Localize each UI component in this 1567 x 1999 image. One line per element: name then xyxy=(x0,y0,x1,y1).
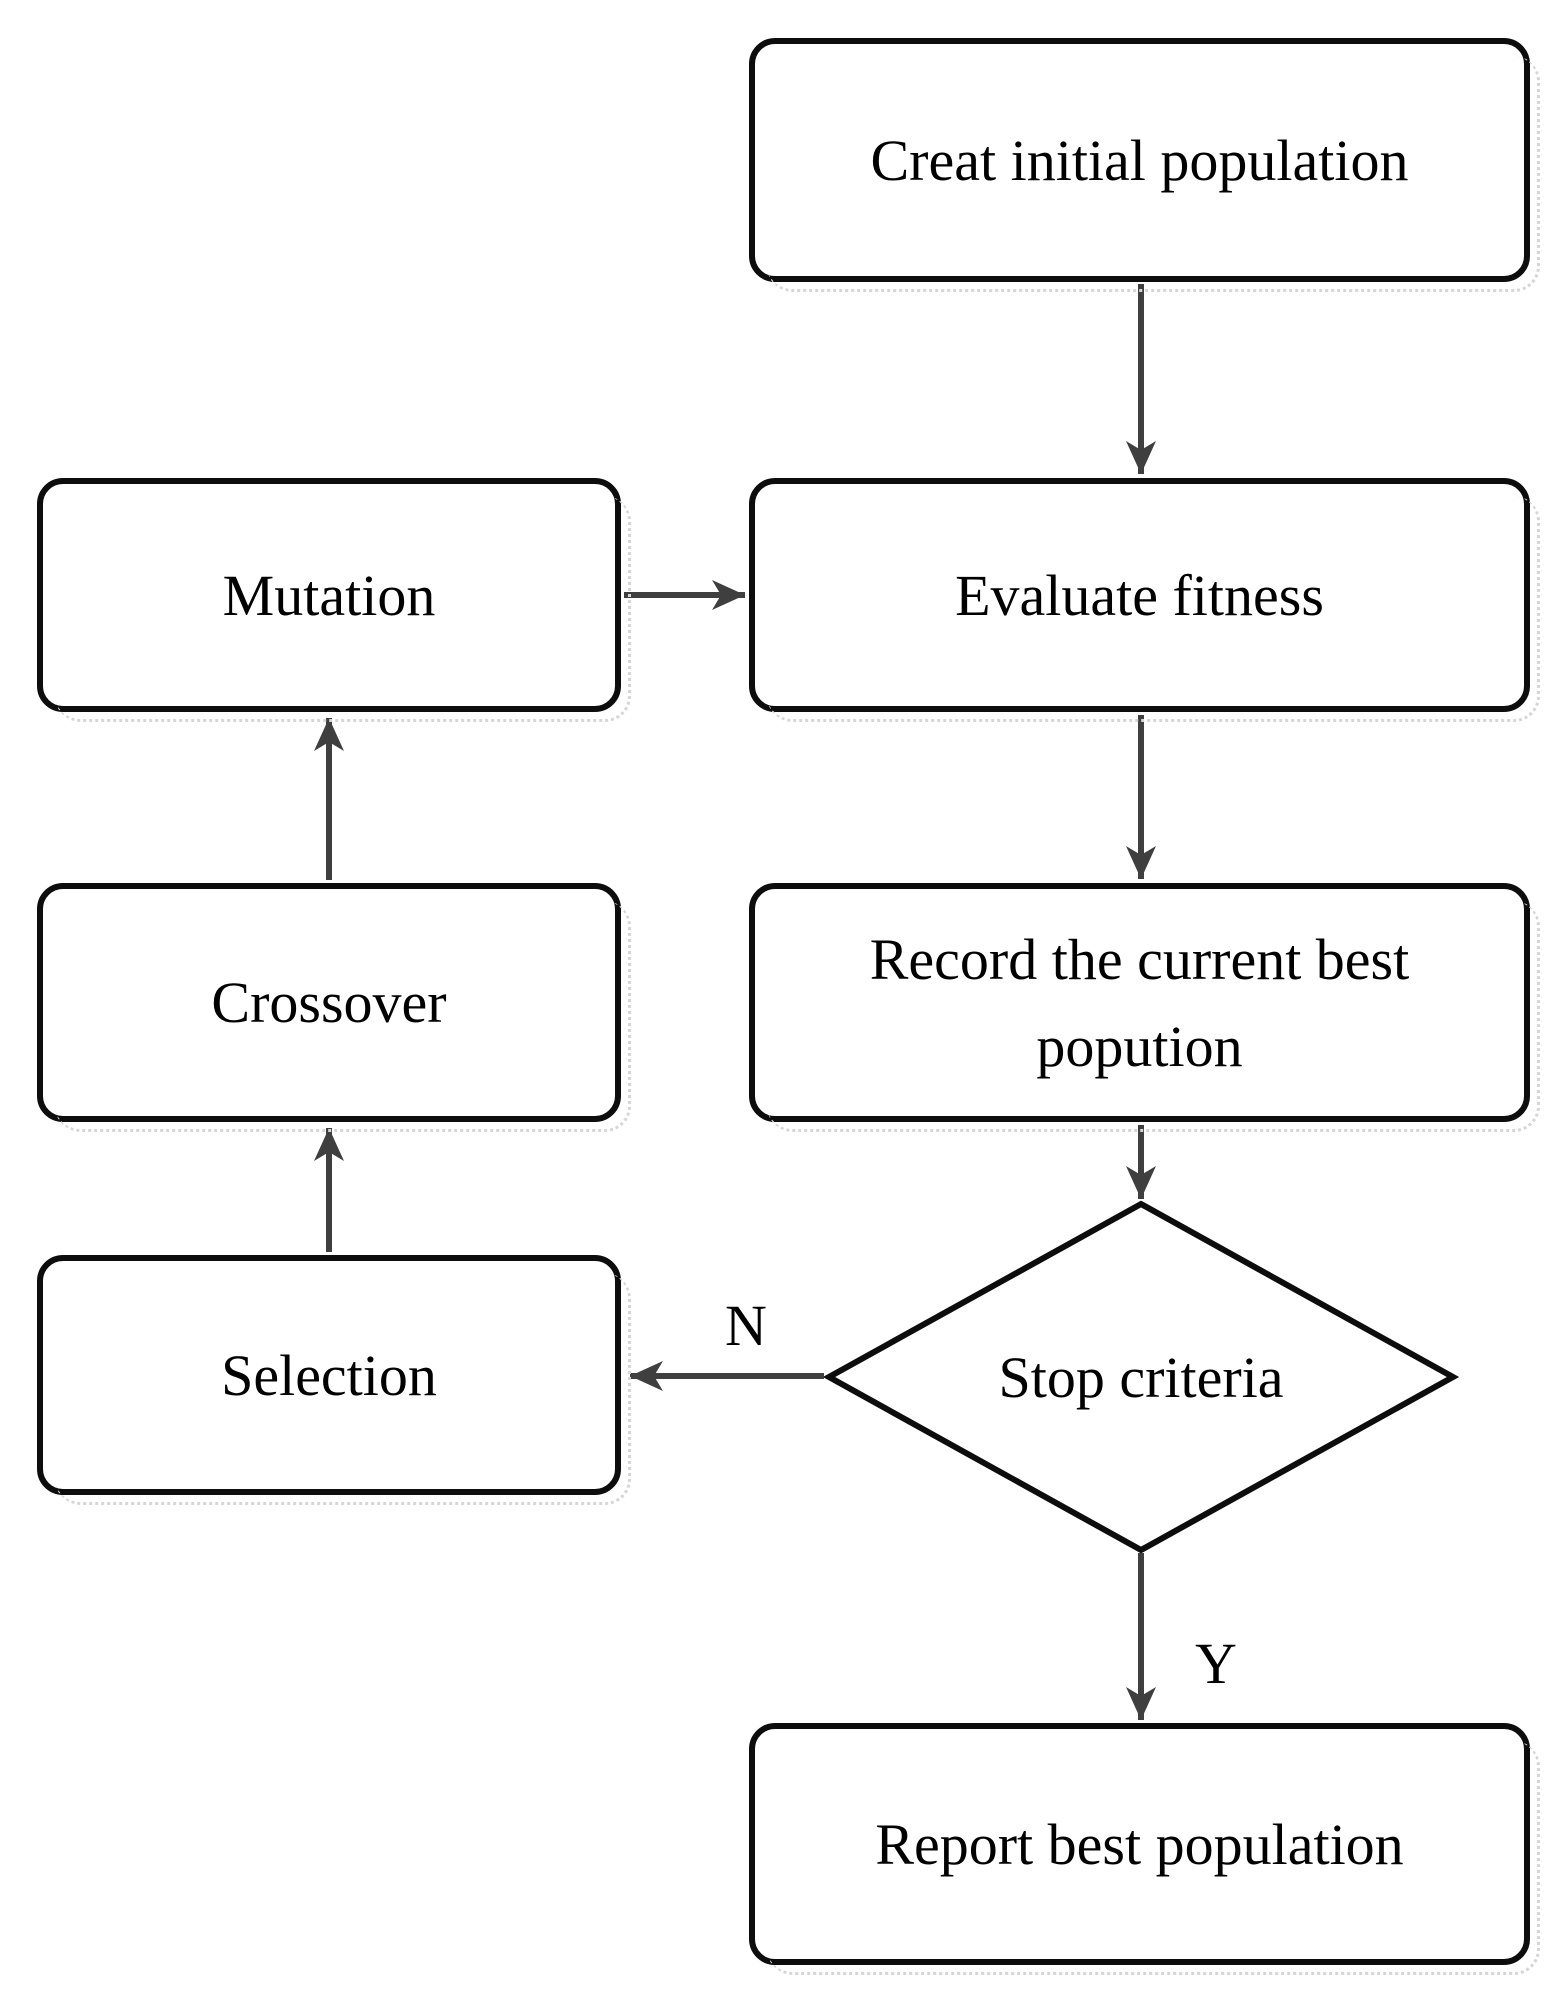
node-crossover: Crossover xyxy=(37,883,631,1132)
node-creat-initial-population-label: Creat initial population xyxy=(870,127,1409,193)
node-mutation: Mutation xyxy=(37,478,631,722)
node-evaluate-fitness-label: Evaluate fitness xyxy=(955,562,1324,628)
node-record-current-best-label: Record the current best popution xyxy=(869,926,1410,1079)
node-report-best-population: Report best population xyxy=(749,1723,1540,1975)
node-evaluate-fitness: Evaluate fitness xyxy=(749,478,1540,722)
node-crossover-label: Crossover xyxy=(211,970,447,1035)
branch-label-yes: Y xyxy=(1195,1630,1237,1696)
node-stop-criteria-label: Stop criteria xyxy=(998,1344,1284,1410)
branch-label-no: N xyxy=(725,1292,767,1358)
node-selection-label: Selection xyxy=(221,1342,437,1408)
node-mutation-label: Mutation xyxy=(222,562,436,628)
node-report-best-population-label: Report best population xyxy=(875,1811,1404,1877)
node-record-current-best: Record the current best popution xyxy=(749,883,1540,1132)
node-creat-initial-population: Creat initial population xyxy=(749,38,1540,292)
node-selection: Selection xyxy=(37,1255,631,1505)
